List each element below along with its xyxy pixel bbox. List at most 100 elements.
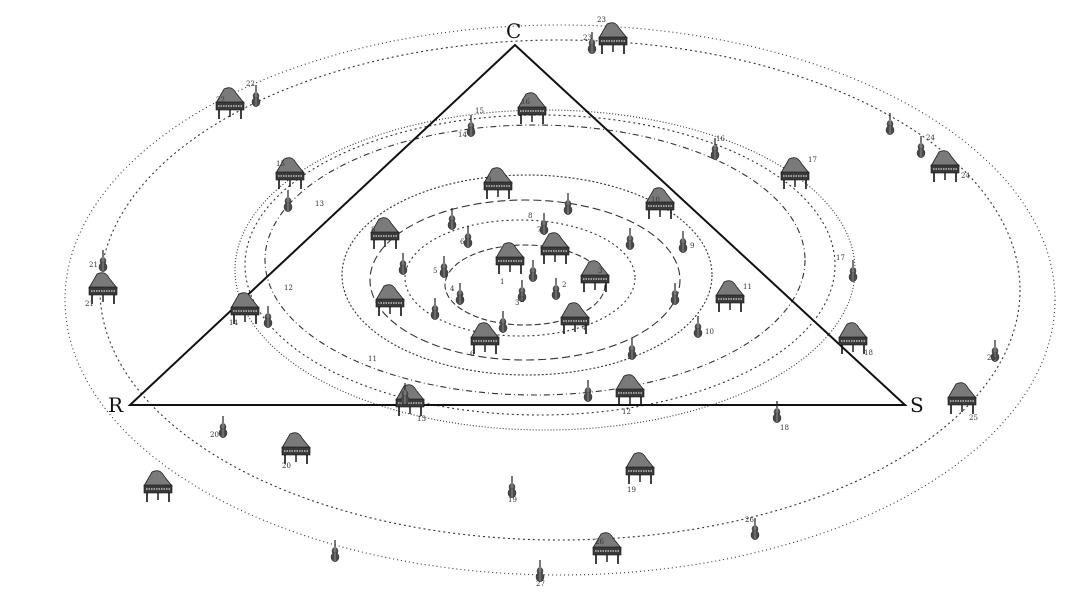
orbit-ring <box>341 174 713 376</box>
violin-icon <box>535 559 545 583</box>
marker-number: 9 <box>690 242 694 250</box>
violin-icon <box>218 415 228 439</box>
orbit-ring <box>444 244 606 326</box>
marker-number: 4 <box>450 285 455 293</box>
orbit-ring <box>244 114 836 416</box>
violin-icon <box>848 259 858 283</box>
violin-icon <box>693 315 703 339</box>
marker-number: 13 <box>315 200 324 208</box>
marker-number: 15 <box>276 160 285 168</box>
violin-icon <box>283 189 293 213</box>
marker-number: 20 <box>282 462 291 470</box>
marker-number: 9 <box>487 176 491 184</box>
vertex-label-left: R <box>108 393 124 417</box>
marker-number: 8 <box>371 226 375 234</box>
marker-number: 4 <box>582 324 587 332</box>
marker-number: 11 <box>368 355 377 363</box>
violin-icon <box>498 310 508 334</box>
marker-number: 13 <box>417 415 426 423</box>
marker-number: 18 <box>864 349 873 357</box>
marker-number: 18 <box>780 424 789 432</box>
marker-number: 16 <box>521 98 530 106</box>
violin-icon <box>507 475 517 499</box>
piano-icon <box>947 381 977 415</box>
orbit-rings <box>64 24 1056 576</box>
piano-icon <box>143 469 173 503</box>
violin-icon <box>330 539 340 563</box>
violin-icon <box>551 277 561 301</box>
marker-number: 25 <box>987 354 996 362</box>
violin-icon <box>678 230 688 254</box>
vertex-label-right: S <box>910 393 924 417</box>
marker-number: 22 <box>246 80 255 88</box>
marker-number: 7 <box>376 300 380 308</box>
violin-icon <box>627 337 637 361</box>
marker-number: 14 <box>229 319 238 327</box>
marker-number: 17 <box>836 254 845 262</box>
marker-number: 2 <box>562 281 566 289</box>
marker-number: 8 <box>528 212 532 220</box>
marker-number: 23 <box>583 34 592 42</box>
piano-icon <box>930 149 960 183</box>
orbit-ring <box>369 199 681 361</box>
marker-number: 1 <box>500 278 504 286</box>
violin-icon <box>463 225 473 249</box>
marker-number: 24 <box>926 134 935 142</box>
violin-icon <box>466 114 476 138</box>
violin-icon <box>670 282 680 306</box>
piano-icon <box>625 451 655 485</box>
marker-number: 12 <box>284 284 293 292</box>
violin-icon <box>528 259 538 283</box>
marker-number: 2 <box>520 296 524 304</box>
marker-number: 5 <box>460 294 464 302</box>
marker-number: 3 <box>598 267 602 275</box>
orbit-ring <box>404 219 636 337</box>
marker-number: 10 <box>651 196 660 204</box>
marker-number: 21 <box>85 300 94 308</box>
marker-number: 26 <box>745 516 754 524</box>
marker-number: 19 <box>627 486 636 494</box>
violin-icon <box>430 297 440 321</box>
marker-number: 14 <box>458 131 467 139</box>
marker-number: 24 <box>961 172 970 180</box>
orbit-ring <box>264 124 806 396</box>
marker-number: 21 <box>89 261 98 269</box>
piano-icon <box>395 383 425 417</box>
marker-number: 5 <box>433 267 437 275</box>
violin-icon <box>625 227 635 251</box>
piano-icon <box>470 321 500 355</box>
marker-number: 27 <box>536 580 545 588</box>
orbit-ring <box>64 24 1056 576</box>
piano-icon <box>780 156 810 190</box>
orbit-ring <box>99 39 1021 541</box>
marker-number: 23 <box>597 16 606 24</box>
piano-icon <box>281 431 311 465</box>
marker-number: 22 <box>216 96 225 104</box>
violin-icon <box>98 249 108 273</box>
marker-number: 6 <box>460 238 465 246</box>
marker-number: 11 <box>743 283 752 291</box>
piano-icon <box>715 279 745 313</box>
marker-number: 6 <box>470 350 475 358</box>
marker-number: 10 <box>705 328 714 336</box>
marker-number: 26 <box>595 538 604 546</box>
marker-number: 12 <box>622 408 631 416</box>
marker-number: 19 <box>508 496 517 504</box>
orbit-ring <box>234 109 856 431</box>
marker-number: 7 <box>537 226 541 234</box>
violin-icon <box>263 305 273 329</box>
violin-icon <box>885 112 895 136</box>
violin-icon <box>398 252 408 276</box>
vertex-label-top: C <box>506 19 521 43</box>
violin-icon <box>583 379 593 403</box>
violin-icon <box>563 192 573 216</box>
piano-icon <box>615 373 645 407</box>
piano-icon <box>540 231 570 265</box>
violin-icon <box>439 255 449 279</box>
marker-number: 25 <box>969 414 978 422</box>
violin-icon <box>447 207 457 231</box>
marker-number: 17 <box>808 156 817 164</box>
position-numbers: 1 2 3 4 5 6 7 8 9 10 11 12 13 14 15 16 1… <box>85 16 996 588</box>
piano-icon <box>598 21 628 55</box>
